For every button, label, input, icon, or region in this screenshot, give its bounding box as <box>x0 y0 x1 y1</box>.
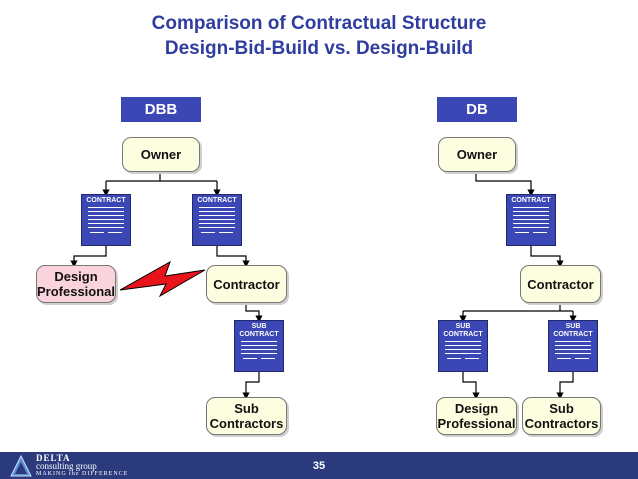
title-line-2: Design-Bid-Build vs. Design-Build <box>164 38 474 59</box>
title-line-1: Comparison of Contractual Structure <box>151 13 487 34</box>
dbb-design-professional-line2: Professional <box>36 284 116 299</box>
db-subcontract-right-label-1: SUB <box>565 323 581 330</box>
db-sub-right-down <box>556 372 574 400</box>
document-lines <box>199 207 235 239</box>
dbb-sub-to-subcon <box>242 372 260 400</box>
dbb-contract-left-document: CONTRACT <box>81 194 131 246</box>
dbb-design-professional-line1: Design <box>54 269 98 284</box>
dbb-design-professional-node: Design Professional <box>36 265 116 303</box>
dbb-contractor-node: Contractor <box>206 265 287 303</box>
dbb-sub-contractors-line2: Contractors <box>209 416 284 431</box>
dbb-contract-right-label: CONTRACT <box>197 197 237 204</box>
footer-bar: DELTA consulting group MAKING the DIFFER… <box>0 452 638 479</box>
db-contractor-node: Contractor <box>520 265 601 303</box>
dbb-contractor-to-sub <box>245 303 263 323</box>
brand-line-1: DELTA <box>36 453 71 463</box>
db-owner-node: Owner <box>438 137 516 172</box>
delta-logo-icon <box>10 455 32 477</box>
dbb-subcontract-document: SUB CONTRACT <box>234 320 284 372</box>
db-contract-document: CONTRACT <box>506 194 556 246</box>
document-lines <box>241 341 277 365</box>
brand-line-3: MAKING the DIFFERENCE <box>36 471 129 477</box>
db-design-professional-node: Design Professional <box>436 397 517 435</box>
db-subcontract-right-label-2: CONTRACT <box>553 331 593 338</box>
db-subcontract-left-label-2: CONTRACT <box>443 331 483 338</box>
document-lines <box>445 341 481 365</box>
dbb-sub-contractors-node: Sub Contractors <box>206 397 287 435</box>
brand-line-2: consulting group <box>36 461 97 471</box>
db-sub-contractors-node: Sub Contractors <box>522 397 601 435</box>
db-contract-to-contractor <box>530 246 564 268</box>
db-design-professional-line2: Professional <box>437 416 516 431</box>
db-sub-left-down <box>462 372 480 400</box>
db-subcontract-right-document: SUB CONTRACT <box>548 320 598 372</box>
brand-text: DELTA consulting group MAKING the DIFFER… <box>36 454 128 478</box>
dbb-tag: DBB <box>121 97 201 122</box>
dbb-owner-node: Owner <box>122 137 200 172</box>
dbb-contract-left-down <box>70 246 107 268</box>
dbb-subcontract-label-1: SUB <box>251 323 267 330</box>
db-design-professional-line1: Design <box>454 401 499 416</box>
page-number: 35 <box>312 460 326 472</box>
dbb-contract-left-label: CONTRACT <box>86 197 126 204</box>
dbb-contract-right-down <box>216 246 250 268</box>
db-subcontract-left-document: SUB CONTRACT <box>438 320 488 372</box>
db-subcontract-left-label-1: SUB <box>455 323 471 330</box>
db-owner-link <box>475 172 535 197</box>
db-contract-label: CONTRACT <box>511 197 551 204</box>
document-lines <box>555 341 591 365</box>
document-lines <box>513 207 549 239</box>
dbb-sub-contractors-line1: Sub <box>234 401 259 416</box>
document-lines <box>88 207 124 239</box>
db-sub-contractors-line1: Sub <box>549 401 574 416</box>
dbb-contract-right-document: CONTRACT <box>192 194 242 246</box>
dbb-subcontract-label-2: CONTRACT <box>239 331 279 338</box>
db-tag: DB <box>437 97 517 122</box>
db-sub-contractors-line2: Contractors <box>524 416 599 431</box>
lightning-bolt-icon <box>119 260 206 298</box>
